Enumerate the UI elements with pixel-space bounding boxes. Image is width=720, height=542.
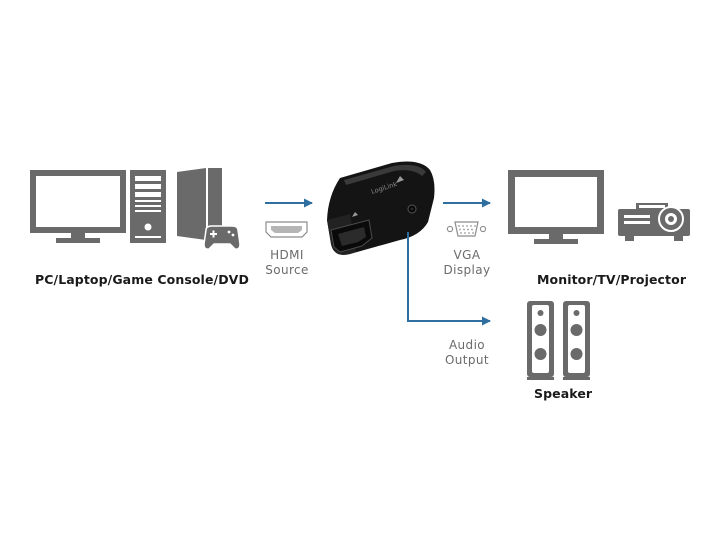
speaker-label: Speaker bbox=[534, 386, 593, 401]
vga-display-label: VGA Display bbox=[440, 248, 494, 278]
pc-tower-icon bbox=[130, 170, 166, 243]
audio-arrow bbox=[407, 232, 491, 326]
hdmi-source-label: HDMI Source bbox=[262, 248, 312, 278]
hdmi-label-line1: HDMI bbox=[270, 248, 304, 262]
display-devices-label: Monitor/TV/Projector bbox=[537, 272, 687, 287]
desktop-monitor-icon bbox=[30, 170, 126, 243]
audio-label-line1: Audio bbox=[448, 338, 486, 352]
vga-label-line2: Display bbox=[443, 263, 491, 277]
vga-label-line1: VGA bbox=[453, 248, 481, 262]
speaker-icon bbox=[527, 301, 590, 380]
game-console-icon bbox=[177, 168, 222, 240]
source-devices-label: PC/Laptop/Game Console/DVD bbox=[35, 272, 249, 287]
audio-label-line2: Output bbox=[444, 353, 490, 367]
vga-port-icon bbox=[446, 221, 487, 237]
monitor-icon bbox=[508, 170, 604, 244]
gamepad-icon bbox=[203, 225, 241, 250]
audio-output-label: Audio Output bbox=[440, 338, 494, 368]
hdmi-port-icon bbox=[265, 221, 308, 238]
hdmi-label-line2: Source bbox=[265, 263, 309, 277]
projector-icon bbox=[618, 203, 690, 241]
hdmi-vga-adapter-icon: LogiLink bbox=[327, 161, 435, 255]
